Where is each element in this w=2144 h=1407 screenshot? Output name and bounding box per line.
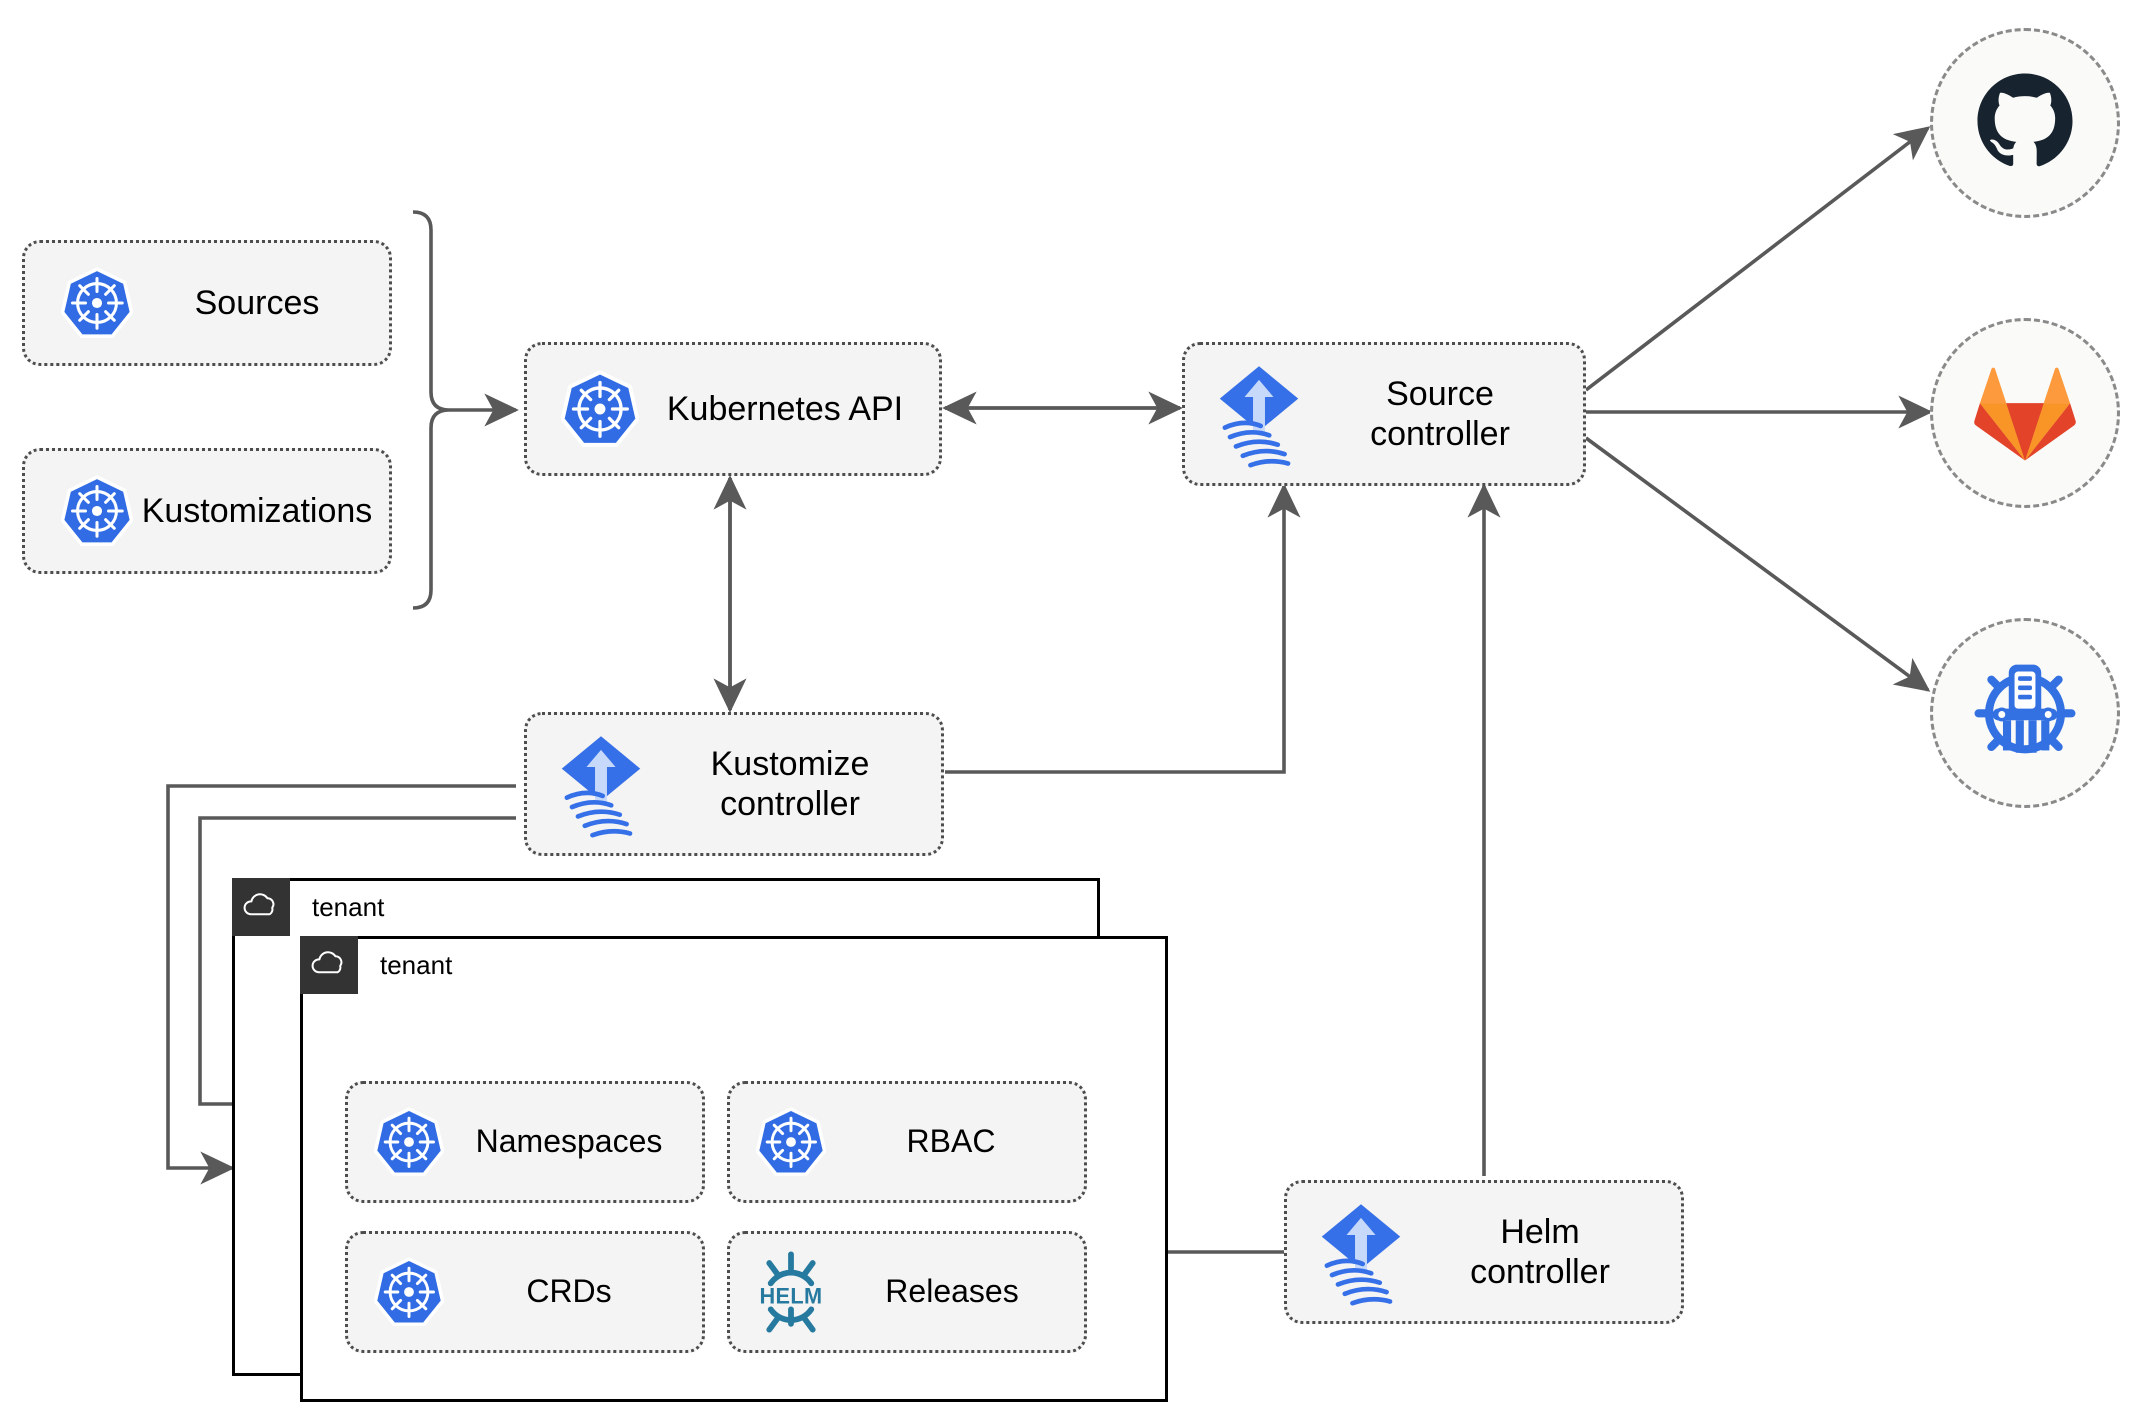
node-source-controller[interactable]: Source controller bbox=[1182, 342, 1586, 486]
node-helm-controller-label: Helm controller bbox=[1470, 1212, 1610, 1291]
tenant-window-2[interactable]: tenant Namespaces RBAC CRDs Release bbox=[300, 936, 1168, 1402]
provider-github[interactable] bbox=[1930, 28, 2120, 218]
node-kustomize-controller-label: Kustomize controller bbox=[710, 744, 870, 823]
node-kubernetes-api[interactable]: Kubernetes API bbox=[524, 342, 942, 476]
tenant-2-label: tenant bbox=[380, 949, 453, 980]
edge-kustomize-to-source bbox=[945, 483, 1301, 774]
tenant-1-label: tenant bbox=[312, 891, 385, 922]
node-releases[interactable]: Releases bbox=[727, 1231, 1087, 1353]
node-helm-controller[interactable]: Helm controller bbox=[1284, 1180, 1684, 1324]
node-kustomizations[interactable]: Kustomizations bbox=[22, 448, 392, 574]
kubernetes-icon bbox=[348, 1107, 444, 1177]
helm-chart-repository-icon bbox=[1967, 653, 2083, 774]
edge-source-to-github bbox=[1584, 126, 1931, 392]
flux-icon bbox=[1287, 1194, 1407, 1310]
kubernetes-icon bbox=[25, 475, 133, 547]
node-sources[interactable]: Sources bbox=[22, 240, 392, 366]
tenant-1-titlebar: tenant bbox=[232, 878, 384, 936]
helm-icon bbox=[730, 1250, 828, 1334]
node-source-controller-label: Source controller bbox=[1370, 374, 1510, 453]
kubernetes-icon bbox=[348, 1257, 444, 1327]
kubernetes-icon bbox=[25, 267, 133, 339]
node-sources-label: Sources bbox=[194, 283, 320, 322]
kubernetes-icon bbox=[730, 1107, 826, 1177]
provider-gitlab[interactable] bbox=[1930, 318, 2120, 508]
node-crds-label: CRDs bbox=[526, 1273, 612, 1310]
github-icon bbox=[1971, 67, 2079, 180]
cloud-icon bbox=[232, 878, 290, 936]
node-crds[interactable]: CRDs bbox=[345, 1231, 705, 1353]
tenant-2-titlebar: tenant bbox=[300, 936, 452, 994]
gitlab-icon bbox=[1970, 356, 2080, 471]
node-kustomize-controller[interactable]: Kustomize controller bbox=[524, 712, 944, 856]
node-namespaces[interactable]: Namespaces bbox=[345, 1081, 705, 1203]
node-releases-label: Releases bbox=[885, 1273, 1019, 1310]
cloud-icon bbox=[300, 936, 358, 994]
flux-icon bbox=[1185, 356, 1305, 472]
edge-source-to-chartrepo bbox=[1584, 436, 1931, 692]
flux-icon bbox=[527, 726, 647, 842]
group-brace bbox=[412, 210, 450, 610]
provider-helm-chart-repository[interactable] bbox=[1930, 618, 2120, 808]
node-kustomizations-label: Kustomizations bbox=[141, 491, 373, 530]
kubernetes-icon bbox=[527, 370, 639, 448]
node-rbac-label: RBAC bbox=[906, 1123, 996, 1160]
node-rbac[interactable]: RBAC bbox=[727, 1081, 1087, 1203]
node-namespaces-label: Namespaces bbox=[475, 1123, 663, 1160]
node-kubernetes-api-label: Kubernetes API bbox=[666, 389, 904, 428]
